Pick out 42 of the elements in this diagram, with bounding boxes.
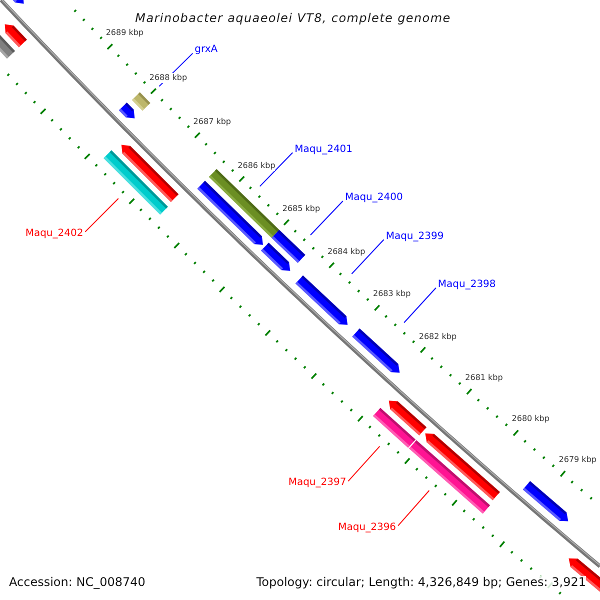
gene-label: Maqu_2398 [438, 278, 496, 291]
gene-label: Maqu_2396 [338, 522, 396, 534]
leader-line [404, 287, 436, 324]
tick-label: 2682 kbp [418, 332, 457, 342]
tick-label: 2679 kbp [558, 455, 596, 466]
gene-block [522, 481, 568, 522]
leader-line [348, 446, 380, 482]
gene-block [12, 0, 24, 4]
gene-bar [132, 92, 150, 111]
genome-stats-label: Topology: circular; Length: 4,326,849 bp; Genes: 3,921 [256, 576, 586, 589]
gene-bar [104, 150, 168, 215]
tick-label: 2681 kbp [465, 373, 503, 384]
leader-line [259, 152, 294, 187]
tick-label: 2687 kbp [193, 116, 231, 127]
leader-line [351, 239, 384, 274]
gene-block [118, 102, 135, 118]
accession-label: Accession: NC_008740 [9, 576, 146, 589]
gene-label: grxA [194, 44, 218, 56]
gene-label: Maqu_2397 [288, 477, 346, 490]
gene-block [4, 24, 27, 48]
gene-label: Maqu_2401 [294, 144, 353, 156]
gene-block [352, 328, 400, 373]
gene-bar [373, 408, 416, 448]
gene-label: Maqu_2399 [386, 230, 444, 243]
tick-label: 2680 kbp [512, 414, 550, 424]
gene-bar [0, 35, 15, 59]
leader-line [84, 198, 119, 232]
gene-block [296, 276, 348, 325]
gene-block [197, 180, 263, 245]
tick-label: 2685 kbp [282, 204, 320, 214]
leader-line [310, 200, 344, 236]
tick-label: 2683 kbp [373, 289, 411, 300]
gene-block [261, 242, 290, 271]
gene-bar [409, 440, 490, 514]
tick-label: 2686 kbp [238, 160, 276, 171]
tick-label: 2689 kbp [106, 28, 144, 38]
leader-line [398, 490, 430, 526]
gene-label: Maqu_2402 [25, 228, 84, 240]
tick-label: 2688 kbp [149, 72, 188, 83]
tick-label: 2684 kbp [327, 246, 366, 257]
gene-label: Maqu_2400 [344, 192, 403, 204]
map-title: Marinobacter aquaeolei VT8, complete genome [135, 11, 451, 26]
